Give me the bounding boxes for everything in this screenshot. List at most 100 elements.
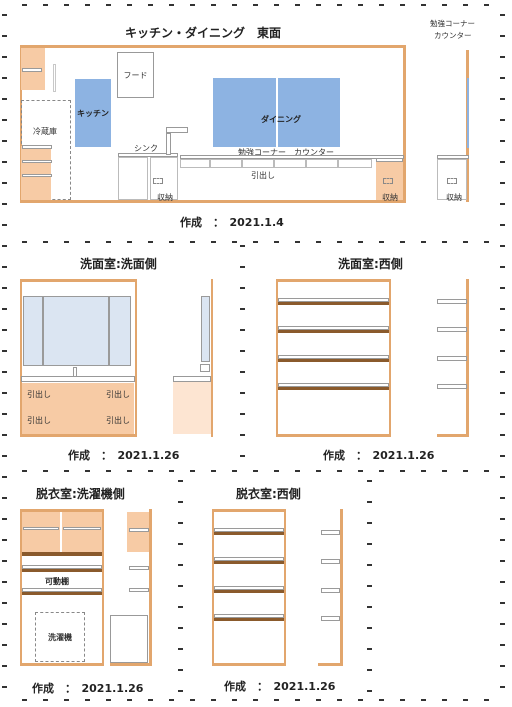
margin-tick [2,140,7,142]
dwest-shelf-3-edge [214,590,284,593]
margin-tick [337,470,342,472]
kitchen-title: キッチン・ダイニング 東面 [125,26,282,40]
sink-drawer-pull [153,178,163,184]
dwest-shelf-3 [214,586,284,590]
margin-tick [367,585,372,587]
fridge-side-cabinet [21,146,51,200]
margin-tick [64,699,69,701]
faucet [166,127,188,133]
counter-drawer-4 [274,159,306,168]
margin-tick [500,98,505,100]
margin-tick [500,182,505,184]
dw-ceiling [20,509,104,512]
margin-tick [500,497,505,499]
margin-tick [500,581,505,583]
ww-shelf-3-edge [278,359,389,362]
margin-tick [240,392,245,394]
margin-tick [2,203,7,205]
margin-tick [316,699,321,701]
study-counter-title-line2: カウンター [434,31,472,40]
dw-floor [20,663,104,666]
study-counter-title-line1: 勉強コーナー [430,19,475,28]
margin-tick [2,224,7,226]
margin-tick [358,470,363,472]
kitchen-date: 作成 ： 2021.1.4 [180,216,284,229]
margin-tick [500,371,505,373]
counter-drawer-label: 引出し [251,171,275,180]
wf-floor [20,434,137,437]
margin-tick [253,4,258,6]
faucet-stem [166,133,171,155]
margin-tick [22,241,27,243]
margin-tick [367,648,372,650]
margin-tick [2,161,7,163]
wf-ceiling [20,279,137,282]
upper-cabinet-shelf [22,68,42,72]
margin-tick [442,4,447,6]
dwest-right-wall [284,509,286,666]
margin-tick [500,413,505,415]
sink-cabinet-left [118,157,148,200]
margin-tick [500,518,505,520]
margin-tick [500,287,505,289]
margin-tick [178,501,183,503]
fridge-side-shelf-3 [22,174,52,177]
wf-drawer-top-right: 引出し [106,390,130,399]
dwest-shelf-4-edge [214,618,284,621]
margin-tick [2,182,7,184]
dw-right-wall [102,509,104,666]
margin-tick [127,241,132,243]
dw-side-cabinet-shelf [129,528,149,532]
margin-tick [337,241,342,243]
margin-tick [463,470,468,472]
margin-tick [316,470,321,472]
right-storage-cabinet [376,160,403,200]
margin-tick [2,455,7,457]
dw-shelf-2-edge [22,592,102,595]
margin-tick [178,543,183,545]
dw-upper-cabinet-right [62,512,102,552]
side-window [467,78,469,148]
margin-tick [274,4,279,6]
margin-tick [500,35,505,37]
margin-tick [232,470,237,472]
mirror-left-panel [23,296,43,366]
margin-tick [2,287,7,289]
margin-tick [337,699,342,701]
wf-side-faucet [200,364,210,372]
margin-tick [253,241,258,243]
margin-tick [421,241,426,243]
margin-tick [178,522,183,524]
margin-tick [500,686,505,688]
dw-side-shelf-2 [129,588,149,592]
dwest-side-shelf-3 [321,588,340,593]
side-counter-cabinet [437,159,467,200]
dw-side-floor [110,663,152,666]
margin-tick [178,627,183,629]
margin-tick [148,699,153,701]
ww-shelf-1 [278,298,389,302]
right-wall [403,45,406,203]
wf-drawer-bottom-left: 引出し [27,416,51,425]
margin-tick [190,241,195,243]
margin-tick [178,648,183,650]
margin-tick [232,699,237,701]
margin-tick [367,669,372,671]
margin-tick [85,241,90,243]
ww-ceiling [276,279,391,282]
dressing-west-title: 脱衣室:西側 [236,487,301,501]
margin-tick [2,98,7,100]
margin-tick [316,4,321,6]
dw-side-shelf-1 [129,566,149,570]
margin-tick [463,699,468,701]
margin-tick [295,241,300,243]
margin-tick [463,241,468,243]
dwest-side-wall [340,509,343,666]
margin-tick [463,4,468,6]
margin-tick [85,470,90,472]
margin-tick [2,329,7,331]
margin-tick [178,606,183,608]
margin-tick [484,470,489,472]
ww-shelf-2 [278,326,389,330]
margin-tick [484,241,489,243]
